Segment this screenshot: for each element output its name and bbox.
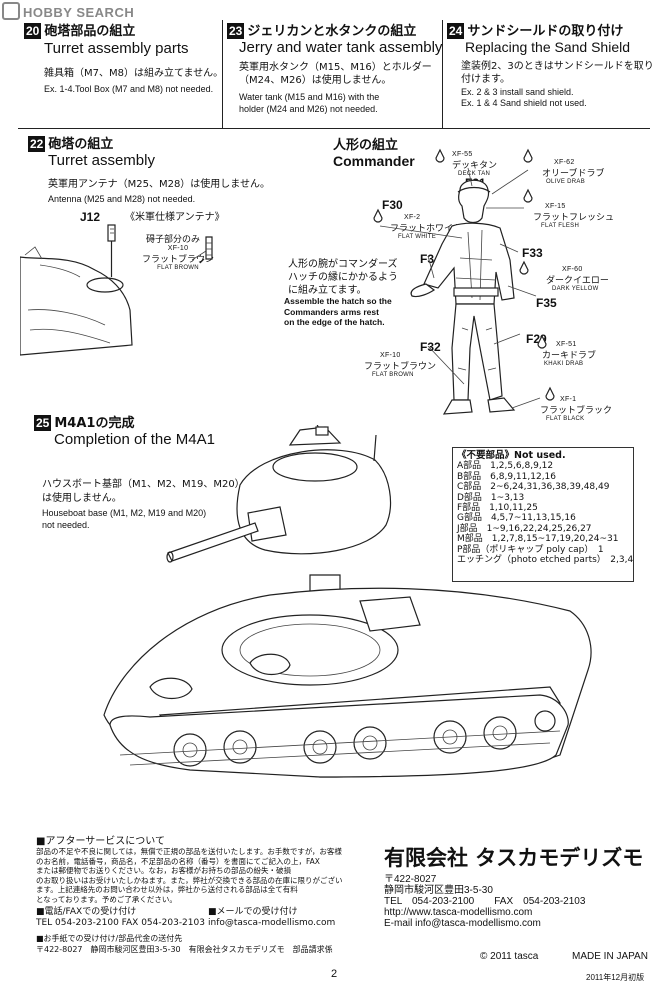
tel-fax: TEL 054-203-2100 FAX 054-203-2103 <box>36 918 205 928</box>
not-used-row: J部品 1~9,16,22,24,25,26,27 <box>457 523 592 534</box>
mail-address: info@tasca-modellismo.com <box>208 918 336 928</box>
part-label-f33: F33 <box>522 246 543 260</box>
note-en: holder (M24 and M26) not needed. <box>239 104 378 114</box>
step-25-note-jp: ハウスボート基部（M1、M2、M19、M20）は使用しません。 <box>42 479 245 504</box>
after-service-section: ■アフターサービスについて 部品の不足や不良に関しては，無償で正規の部品を送付い… <box>36 836 346 904</box>
m4a1-tank-illustration <box>103 425 592 778</box>
paint-callout-xf1: XF-1 フラットブラック FLAT BLACK <box>540 396 613 422</box>
note-en: Antenna (M25 and M28) not needed. <box>48 194 196 204</box>
service-title: ■アフターサービスについて <box>36 836 165 847</box>
step-number: 25 <box>34 415 52 431</box>
not-used-row: C部品 2~6,24,31,36,38,39,48,49 <box>457 482 610 493</box>
mail-section: ■メールでの受け付け info@tasca-modellismo.com <box>208 907 336 928</box>
note-en: Water tank (M15 and M16) with the <box>239 92 380 102</box>
part-label-f35: F35 <box>536 296 557 310</box>
not-used-row: D部品 1~3,13 <box>457 492 525 503</box>
edition: 2011年12月初版 <box>586 973 645 982</box>
not-used-row: M部品 1,2,7,8,15~17,19,20,24~31 <box>457 534 619 545</box>
figure-title-en: Commander <box>333 153 415 169</box>
divider <box>442 20 443 128</box>
note-en: Ex. 1-4.Tool Box (M7 and M8) not needed. <box>44 84 214 94</box>
turret-antenna-illustration <box>20 224 213 356</box>
step-number: 22 <box>28 136 46 152</box>
note-jp: 塗装例2、3のときはサンドシールドを取り <box>461 61 654 72</box>
step-title-en: Turret assembly parts <box>44 40 189 57</box>
paint-callout-xf55: XF-55 デッキタン DECK TAN <box>452 151 498 177</box>
note-en: Ex. 2 & 3 install sand shield. <box>461 87 574 97</box>
step-number: 20 <box>24 23 42 39</box>
step-title-en: Jerry and water tank assembly <box>239 39 443 56</box>
paint-callout-xf10: XF-10 フラットブラウン FLAT BROWN <box>364 352 437 378</box>
step-25-note-en: Houseboat base (M1, M2, M19 and M20)not … <box>42 508 207 530</box>
step-title-en: Completion of the M4A1 <box>54 431 215 448</box>
not-used-row: F部品 1,10,11,25 <box>457 503 538 514</box>
part-label-f30: F30 <box>382 198 403 212</box>
divider <box>18 128 650 129</box>
step-title-jp: ジェリカンと水タンクの組立 <box>247 24 417 39</box>
paint-callout-xf15: XF-15 フラットフレッシュ FLAT FLESH <box>533 203 615 229</box>
tel-section: ■電話/FAXでの受け付け TEL 054-203-2100 FAX 054-2… <box>36 907 205 928</box>
figure-title-jp: 人形の組立 <box>333 138 399 153</box>
not-used-row: エッチング（photo etched parts） 2,3,4 <box>457 555 634 566</box>
part-label-j12: J12 <box>80 210 101 224</box>
commander-figure-illustration <box>373 148 555 415</box>
company-name: 有限会社 タスカモデリズモ <box>384 846 644 870</box>
step-number: 24 <box>447 23 465 39</box>
post-section: ■お手紙での受け付け/部品代金の送付先 〒422-8027 静岡市駿河区豊田3-… <box>36 934 333 954</box>
antenna-subnote: 碍子部分のみ <box>146 235 201 245</box>
step-title-en: Turret assembly <box>48 152 155 169</box>
hobby-search-logo-icon <box>2 2 20 20</box>
not-used-row: P部品（ポリキャップ poly cap） 1 <box>457 544 604 555</box>
not-used-title: 《不要部品》Not used. <box>457 450 566 461</box>
note-jp: 英軍用水タンク（M15、M16）とホルダー <box>239 62 432 73</box>
step-title-jp: 砲塔の組立 <box>48 137 114 152</box>
made-in-japan: MADE IN JAPAN <box>572 951 648 962</box>
page-number: 2 <box>331 968 338 980</box>
paint-callout-xf60: XF-60 ダークイエロー DARK YELLOW <box>546 266 609 292</box>
note-jp: 英軍用アンテナ（M25、M28）は使用しません。 <box>48 179 271 190</box>
figure-section: 人形の組立 Commander <box>333 134 415 169</box>
antenna-title: 《米軍仕様アンテナ》 <box>125 212 225 223</box>
copyright: © 2011 tasca <box>480 951 539 962</box>
paint-callout: XF-10 フラットブラウン FLAT BROWN <box>142 245 215 271</box>
note-jp: 付けます。 <box>461 74 510 85</box>
step-number: 23 <box>227 23 245 39</box>
watermark: HOBBY SEARCH <box>2 2 134 20</box>
note-jp: （M24、M26）は使用しません。 <box>239 75 392 86</box>
step-title-jp: 砲塔部品の組立 <box>44 24 136 39</box>
divider <box>222 20 223 128</box>
step-title-en: Replacing the Sand Shield <box>465 39 631 55</box>
step-title-jp: M4A1の完成 <box>54 416 135 431</box>
paint-callout-xf51: XF-51 カーキドラブ KHAKI DRAB <box>542 341 597 367</box>
not-used-row: A部品 1,2,5,6,8,9,12 <box>457 461 554 472</box>
not-used-row: B部品 6,8,9,11,12,16 <box>457 471 557 482</box>
company-address: 〒422-8027 静岡市駿河区豊田3-5-30 TEL 054-203-210… <box>384 874 586 929</box>
not-used-parts-box: 《不要部品》Not used. A部品 1,2,5,6,8,9,12 B部品 6… <box>452 447 634 582</box>
step-title-jp: サンドシールドの取り付け <box>467 24 624 39</box>
figure-note-jp: 人形の腕がコマンダーズハッチの縁にかかるように組み立てます。 <box>288 259 398 296</box>
part-label-f32: F32 <box>420 340 441 354</box>
paint-callout-xf62: XF-62 オリーブドラブ OLIVE DRAB <box>542 159 605 185</box>
note-en: Ex. 1 & 4 Sand shield not used. <box>461 98 587 108</box>
note-jp: 雑具箱（M7、M8）は組み立てません。 <box>44 68 224 79</box>
not-used-row: G部品 4,5,7~11,13,15,16 <box>457 513 576 524</box>
paint-callout-xf2: XF-2 フラットホワイト FLAT WHITE <box>390 214 463 240</box>
